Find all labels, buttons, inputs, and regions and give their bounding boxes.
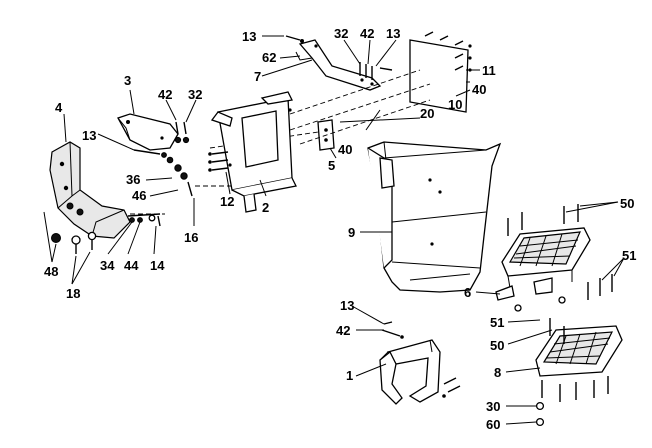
callout-32: 32 (188, 87, 202, 102)
callout-42: 42 (158, 87, 172, 102)
callout-51: 51 (622, 248, 636, 263)
callout-7: 7 (254, 69, 261, 84)
callout-13: 13 (82, 128, 96, 143)
bolts-part-42-32-left (174, 121, 190, 144)
frame-part-2 (210, 91, 297, 213)
callout-5: 5 (328, 158, 335, 173)
callout-4: 4 (55, 100, 63, 115)
callout-12: 12 (220, 194, 234, 209)
callout-48: 48 (44, 264, 58, 279)
callout-13: 13 (242, 29, 256, 44)
callout-42: 42 (360, 26, 374, 41)
callout-13: 13 (340, 298, 354, 313)
callout-51: 51 (490, 315, 504, 330)
callout-30: 30 (486, 399, 500, 414)
callout-6: 6 (464, 285, 471, 300)
plate-part-10 (409, 39, 469, 113)
callout-42: 42 (336, 323, 350, 338)
hardware-34-44-14 (127, 213, 161, 227)
bracket-part-7 (285, 35, 393, 91)
bracket-part-3 (117, 113, 179, 151)
callout-40: 40 (338, 142, 352, 157)
callout-10: 10 (448, 97, 462, 112)
callout-14: 14 (150, 258, 165, 273)
step-part-6 (495, 227, 591, 301)
callout-20: 20 (420, 106, 434, 121)
callout-50: 50 (620, 196, 634, 211)
callout-44: 44 (124, 258, 139, 273)
callout-8: 8 (494, 365, 501, 380)
callout-1: 1 (346, 368, 353, 383)
callout-16: 16 (184, 230, 198, 245)
callout-11: 11 (482, 63, 496, 78)
callout-60: 60 (486, 417, 500, 432)
bracket-part-1 (379, 321, 461, 405)
hardware-13-36-46 (133, 149, 193, 197)
callout-9: 9 (348, 225, 355, 240)
step-bolts-50-51-upper (507, 204, 613, 312)
callout-18: 18 (66, 286, 80, 301)
callout-34: 34 (100, 258, 115, 273)
hanger-part-4 (49, 141, 131, 239)
bolts-part-12 (208, 151, 229, 172)
hardware-48-18 (51, 231, 97, 254)
callout-labels: 13 62 7 32 42 13 11 40 10 20 40 5 3 42 3… (44, 26, 636, 432)
callout-46: 46 (132, 188, 146, 203)
callout-62: 62 (262, 50, 276, 65)
callout-13: 13 (386, 26, 400, 41)
leader-lines (43, 35, 625, 425)
callout-40: 40 (472, 82, 486, 97)
callout-50: 50 (490, 338, 504, 353)
step-bolts-50-51-lower (535, 318, 609, 427)
callout-3: 3 (124, 73, 131, 88)
callout-36: 36 (126, 172, 140, 187)
callout-2: 2 (262, 200, 269, 215)
step-part-8 (535, 325, 623, 377)
callout-32: 32 (334, 26, 348, 41)
fender-part-9 (367, 141, 502, 293)
